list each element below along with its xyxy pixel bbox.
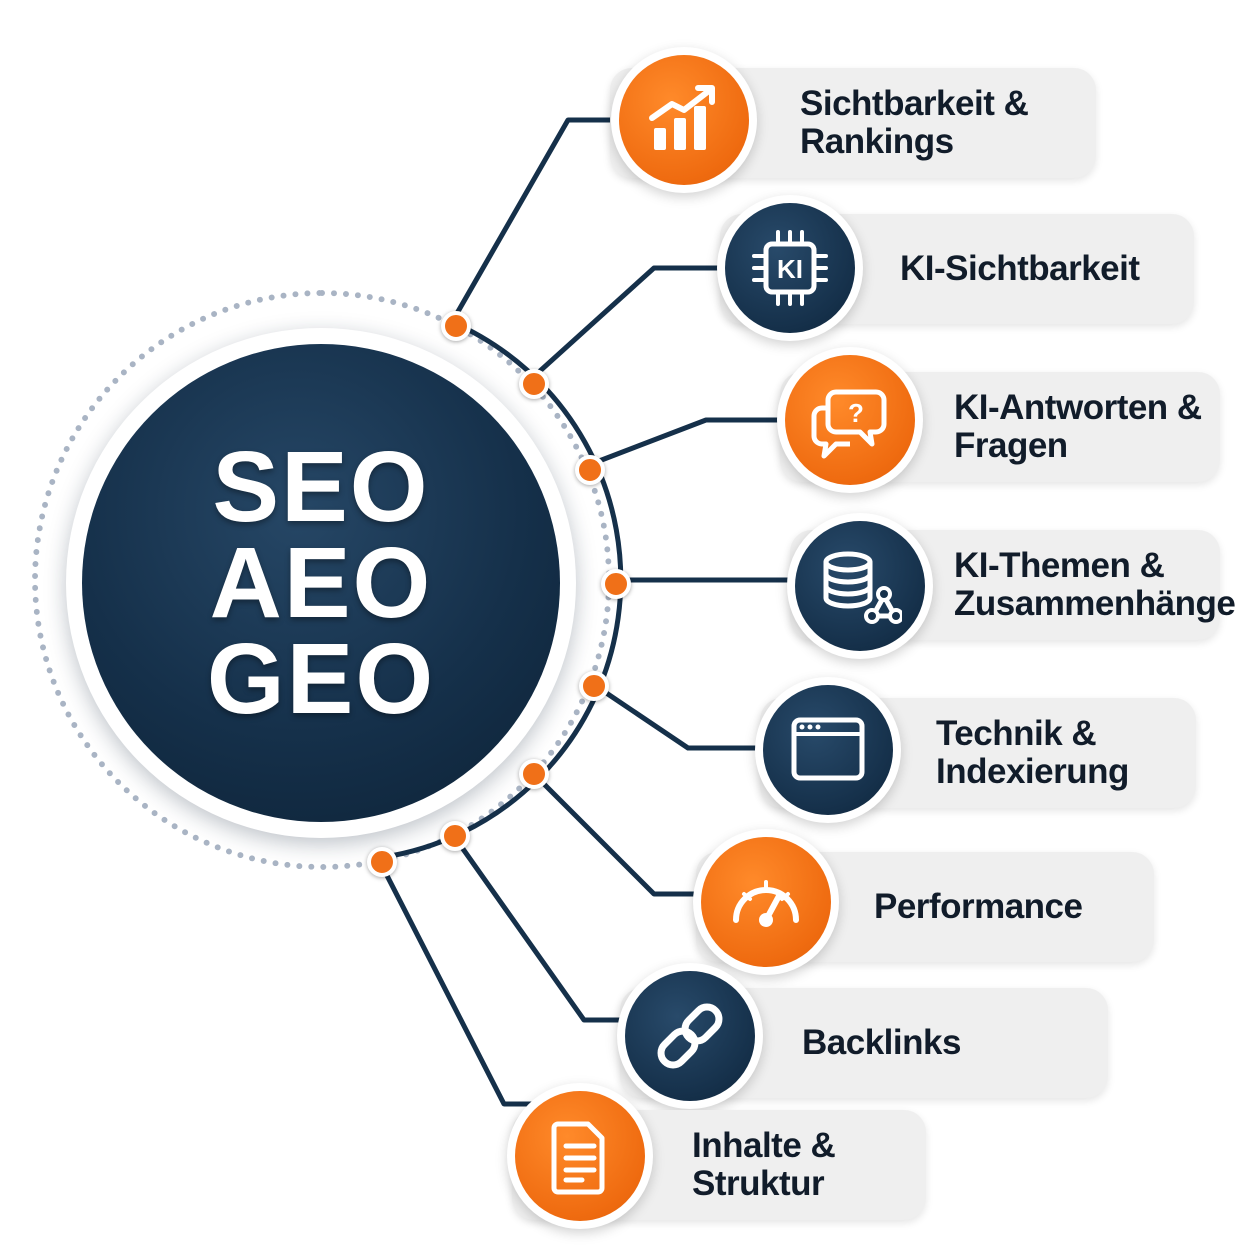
topic-label-line: KI-Antworten & bbox=[954, 388, 1202, 427]
topic-label-line: KI-Sichtbarkeit bbox=[900, 249, 1140, 288]
topic-label: Performance bbox=[874, 852, 1083, 962]
icon-circle: KI bbox=[725, 203, 855, 333]
topic-label-line: Inhalte & bbox=[692, 1126, 836, 1165]
hub-word-geo: GEO bbox=[206, 623, 436, 735]
topic-label-line: Zusammenhänge bbox=[954, 584, 1236, 623]
connector-node-dot bbox=[575, 455, 605, 485]
topic-icon-badge bbox=[787, 513, 933, 659]
connector-node-dot bbox=[601, 569, 631, 599]
connector-node-dot bbox=[519, 759, 549, 789]
icon-circle bbox=[763, 685, 893, 815]
bubble-label: ? bbox=[848, 398, 864, 428]
chain-link-icon bbox=[657, 1003, 723, 1069]
connector-node-dot bbox=[441, 311, 471, 341]
chart-bar-trend-up-icon bbox=[649, 85, 715, 150]
topic-icon-badge: ? bbox=[777, 347, 923, 493]
topic-label: Technik &Indexierung bbox=[936, 698, 1129, 808]
document-icon bbox=[551, 1121, 605, 1195]
topic-icon-badge: KI bbox=[717, 195, 863, 341]
browser-code-icon bbox=[791, 717, 865, 781]
chip-label: KI bbox=[777, 254, 803, 284]
topic-label: KI-Sichtbarkeit bbox=[900, 214, 1140, 324]
topic-icon-badge bbox=[755, 677, 901, 823]
connector-node-dot bbox=[519, 369, 549, 399]
topic-icon-badge bbox=[693, 829, 839, 975]
connector-node-dot bbox=[579, 671, 609, 701]
database-network-icon bbox=[823, 551, 902, 624]
topic-label-line: Indexierung bbox=[936, 752, 1129, 791]
topic-icon-badge bbox=[611, 47, 757, 193]
icon-circle bbox=[619, 55, 749, 185]
topic-label-line: Technik & bbox=[936, 714, 1097, 753]
topic-label-line: Backlinks bbox=[802, 1023, 961, 1062]
speedometer-icon bbox=[733, 880, 799, 927]
topic-label-line: KI-Themen & bbox=[954, 546, 1165, 585]
icon-circle bbox=[625, 971, 755, 1101]
topic-label: KI-Antworten &Fragen bbox=[954, 372, 1202, 482]
topic-label-line: Performance bbox=[874, 887, 1083, 926]
connector-node-dot bbox=[367, 847, 397, 877]
topic-label: Inhalte &Struktur bbox=[692, 1110, 836, 1220]
icon-circle: ? bbox=[785, 355, 915, 485]
connector-line bbox=[375, 856, 580, 1107]
speech-bubbles-question-icon: ? bbox=[811, 389, 887, 459]
connector-node-dot bbox=[440, 821, 470, 851]
topic-icon-badge bbox=[617, 963, 763, 1109]
topic-label-line: Sichtbarkeit & bbox=[800, 84, 1029, 123]
topic-label-line: Struktur bbox=[692, 1164, 825, 1203]
topic-label: Sichtbarkeit &Rankings bbox=[800, 68, 1029, 178]
topic-label: KI-Themen &Zusammenhänge bbox=[954, 530, 1236, 640]
topic-label-line: Rankings bbox=[800, 122, 954, 161]
icon-circle bbox=[515, 1091, 645, 1221]
topic-label: Backlinks bbox=[802, 988, 961, 1098]
hub-word-seo: SEO bbox=[212, 431, 430, 543]
hub-word-aeo: AEO bbox=[209, 527, 433, 639]
ki-chip-icon: KI bbox=[752, 230, 828, 306]
topic-label-line: Fragen bbox=[954, 426, 1068, 465]
icon-circle bbox=[701, 837, 831, 967]
topic-icon-badge bbox=[507, 1083, 653, 1229]
icon-circle bbox=[795, 521, 925, 651]
hub-core: SEO AEO GEO bbox=[82, 344, 560, 822]
